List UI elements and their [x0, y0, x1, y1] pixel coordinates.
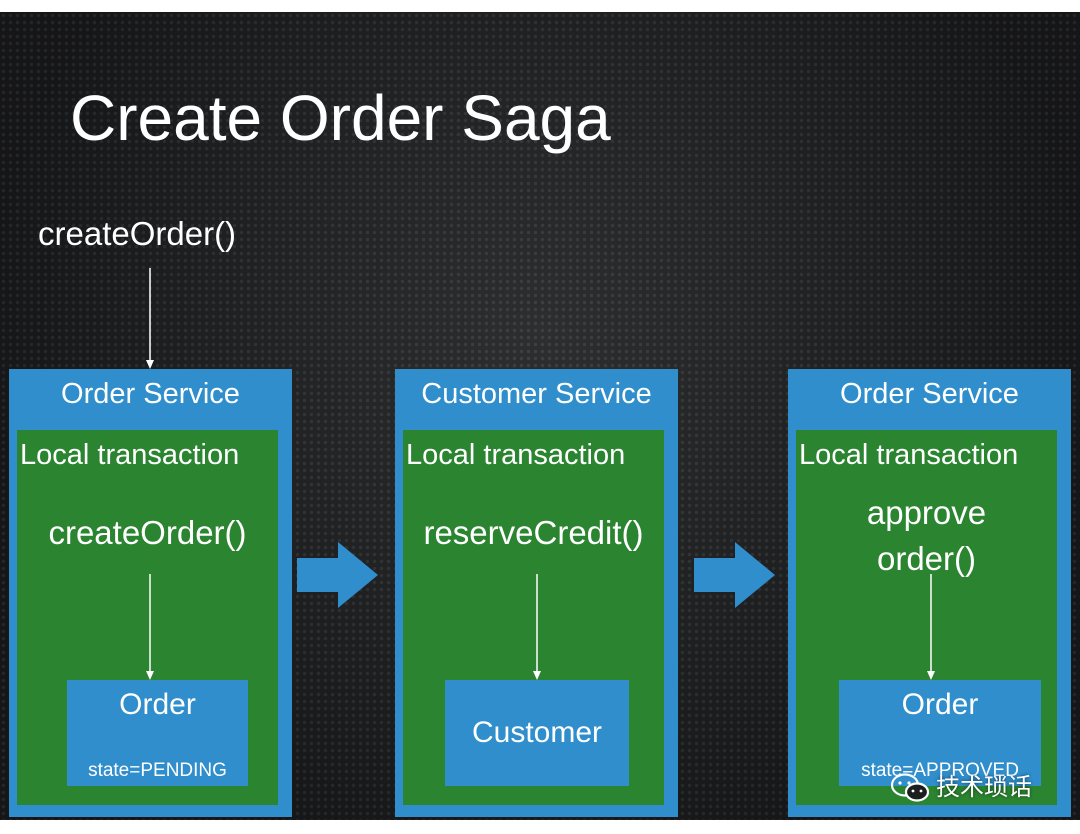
entry-down-arrowhead	[146, 360, 154, 369]
entity-box-customer: Customer	[445, 680, 629, 786]
service-title: Order Service	[840, 378, 1019, 410]
flow-arrow-1-to-2	[297, 542, 378, 608]
service-title: Customer Service	[421, 378, 652, 410]
local-transaction-box: Local transaction reserveCredit() Custom…	[403, 430, 664, 805]
entity-name: Customer	[471, 716, 603, 749]
wechat-icon	[890, 773, 930, 802]
entity-state: state=PENDING	[88, 760, 227, 781]
operation-label-line-1: approve	[866, 494, 987, 531]
slide-title: Create Order Saga	[70, 82, 611, 154]
entity-box-order: Order state=APPROVED	[839, 680, 1041, 786]
operation-label-line-2: order()	[876, 540, 977, 577]
entity-box-order: Order state=PENDING	[67, 680, 248, 786]
service-box-order-1: Order Service Local transaction createOr…	[9, 369, 292, 817]
local-transaction-label: Local transaction	[799, 439, 1019, 471]
local-transaction-label: Local transaction	[20, 439, 240, 471]
operation-label: createOrder()	[48, 514, 247, 551]
service-title: Order Service	[61, 378, 240, 410]
entity-name: Order	[119, 688, 196, 721]
entry-call-label: createOrder()	[38, 215, 237, 252]
operation-label: reserveCredit()	[423, 514, 644, 551]
local-transaction-box: Local transaction createOrder() Order st…	[17, 430, 278, 805]
service-box-customer: Customer Service Local transaction reser…	[395, 369, 678, 817]
service-box-order-2: Order Service Local transaction approve …	[788, 369, 1071, 817]
local-transaction-box: Local transaction approve order() Order …	[796, 430, 1057, 805]
entity-name: Order	[901, 688, 979, 721]
flow-arrow-2-to-3	[694, 542, 775, 608]
slide: Create Order Saga createOrder() Order Se…	[0, 12, 1080, 820]
local-transaction-label: Local transaction	[406, 439, 626, 471]
watermark: 技术琐话	[890, 772, 1032, 804]
watermark-text: 技术琐话	[936, 774, 1032, 801]
